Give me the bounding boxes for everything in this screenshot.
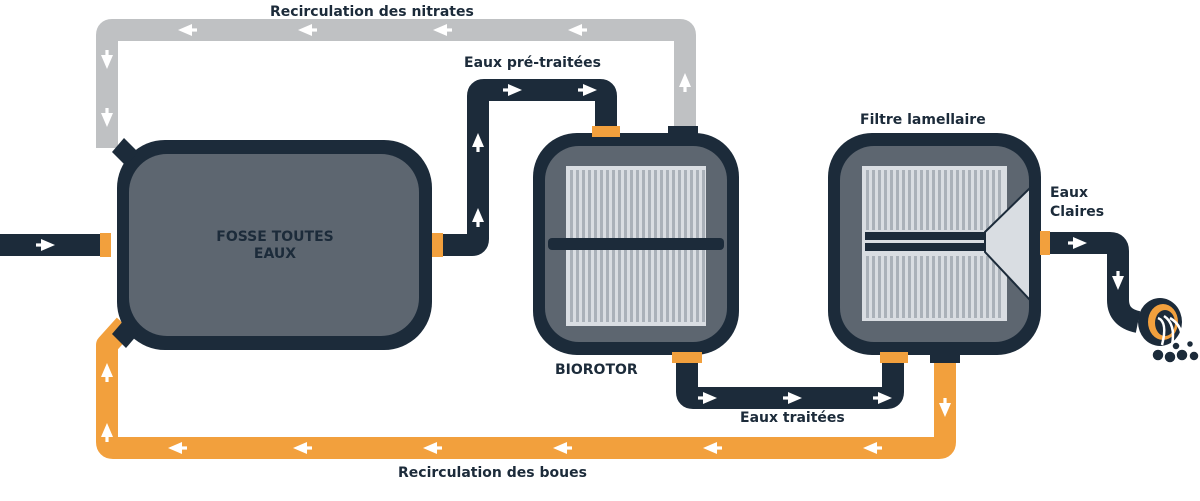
filter-lamella (968, 170, 971, 230)
filter-lamella (908, 170, 911, 230)
filter-lamella (890, 256, 893, 318)
filter-lamella (986, 170, 989, 230)
filter-lamella (992, 256, 995, 318)
biorotor-bottom-connector (672, 352, 702, 363)
filter-lamella (902, 256, 905, 318)
filter-lamella (938, 256, 941, 318)
clear-water-pipe (1040, 232, 1141, 333)
filter-lamella (896, 170, 899, 230)
filter-lamella (878, 256, 881, 318)
filter-lamella (950, 256, 953, 318)
filter-lamella (980, 256, 983, 318)
nitrate-recirculation-pipe (96, 19, 696, 148)
biorotor-inlet-connector (592, 126, 620, 137)
filter-lamellae (866, 170, 1001, 318)
filter-lamella (914, 256, 917, 318)
treated-pipe (676, 355, 904, 409)
label-sludge-recirculation: Recirculation des boues (398, 465, 587, 481)
filter-lamella (998, 170, 1001, 230)
filter-lamella (968, 256, 971, 318)
filter-lamella (878, 170, 881, 230)
filter-lamella (932, 170, 935, 230)
label-tank-line1: FOSSE TOUTES (216, 229, 334, 245)
outlet-connector (432, 233, 443, 257)
filter-lamella (926, 170, 929, 230)
label-biorotor: BIOROTOR (555, 362, 638, 378)
filter-lamella (884, 170, 887, 230)
filter-lamella (944, 170, 947, 230)
label-pretreated-water: Eaux pré-traitées (464, 55, 601, 71)
filter-lamella (926, 256, 929, 318)
filter-lamella (956, 256, 959, 318)
tank-fosse-toutes-eaux (100, 138, 443, 350)
filter-lamella (932, 256, 935, 318)
filter-lamella (998, 256, 1001, 318)
filter-lamella (974, 170, 977, 230)
inlet-connector (100, 233, 111, 257)
filter-lamella (992, 170, 995, 230)
filter-lamella (896, 256, 899, 318)
filter-lamella (872, 170, 875, 230)
filter-lamella (884, 256, 887, 318)
filter-lamella (908, 256, 911, 318)
filter-lamella (944, 256, 947, 318)
filter-lamella (962, 256, 965, 318)
filter-outlet-connector (1040, 231, 1050, 255)
filter-lamella (980, 170, 983, 230)
filter-lamella (938, 170, 941, 230)
filter-lamella (974, 256, 977, 318)
label-nitrate-recirculation: Recirculation des nitrates (270, 4, 474, 20)
sludge-recirculation-pipe (96, 317, 956, 459)
drain-outlet-icon (1138, 298, 1200, 364)
filter-sludge-connector (930, 352, 960, 363)
filter-lamella (902, 170, 905, 230)
label-tank-line2: EAUX (253, 246, 297, 262)
filter-lamella (920, 256, 923, 318)
filter-lamella (956, 170, 959, 230)
filter-bottom-connector (880, 352, 908, 363)
connector (112, 320, 138, 348)
biorotor-top-connector (668, 126, 698, 137)
rotor-shaft (548, 238, 724, 250)
tank-filtre-lamellaire (828, 133, 1050, 363)
label-treated-water: Eaux traitées (740, 410, 845, 426)
filter-cone (984, 185, 1031, 303)
filter-lamella (950, 170, 953, 230)
filter-lamella (872, 256, 875, 318)
pretreated-pipe (432, 79, 617, 256)
tank-biorotor (533, 126, 739, 363)
filter-lamella (866, 170, 869, 230)
filter-lamella (866, 256, 869, 318)
connector (112, 138, 138, 166)
label-lamellar-filter: Filtre lamellaire (860, 112, 986, 128)
label-clear-water-line1: Eaux (1050, 185, 1089, 201)
filter-lamella (914, 170, 917, 230)
label-clear-water-line2: Claires (1050, 204, 1105, 220)
filter-lamella (986, 256, 989, 318)
filter-lamella (890, 170, 893, 230)
filter-lamella (962, 170, 965, 230)
filter-lamella (920, 170, 923, 230)
